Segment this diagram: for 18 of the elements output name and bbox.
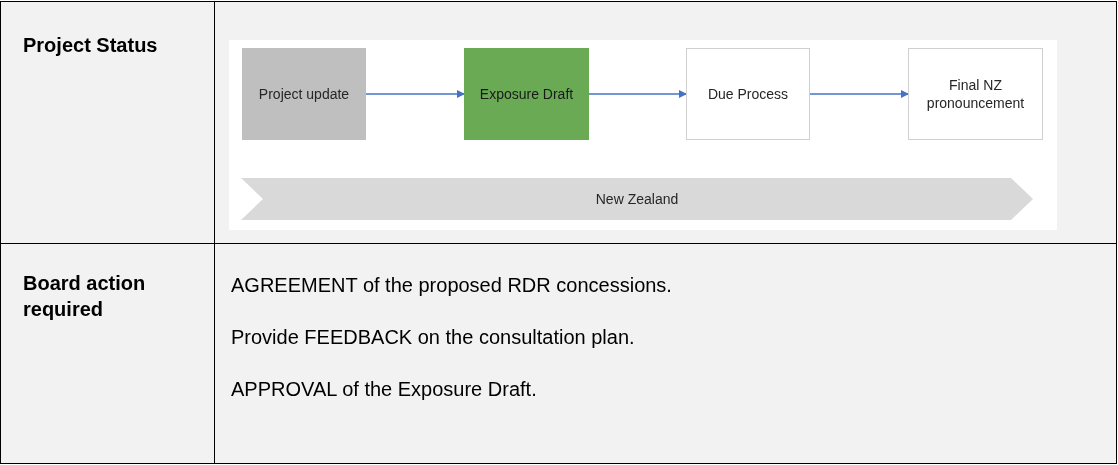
arrow [365, 90, 465, 98]
process-box [464, 48, 589, 140]
action-text: APPROVAL of the Exposure Draft. [231, 377, 537, 402]
process-box [242, 48, 366, 140]
arrow [809, 90, 909, 98]
process-box [908, 48, 1043, 140]
node-label: Project update [257, 85, 351, 103]
arrow [588, 90, 687, 98]
action-text: Provide FEEDBACK on the consultation plan. [231, 325, 635, 350]
region-band [241, 178, 1033, 220]
action-text: AGREEMENT of the proposed RDR concessions. [231, 273, 672, 298]
node-label: Exposure Draft [478, 85, 575, 103]
node-label: Final NZ pronouncement [925, 76, 1026, 112]
node-label: New Zealand [594, 190, 680, 208]
row-header: Project Status [23, 34, 158, 56]
node-label: Due Process [706, 85, 790, 103]
row-header: Board action required [23, 271, 147, 322]
process-box [686, 48, 810, 140]
